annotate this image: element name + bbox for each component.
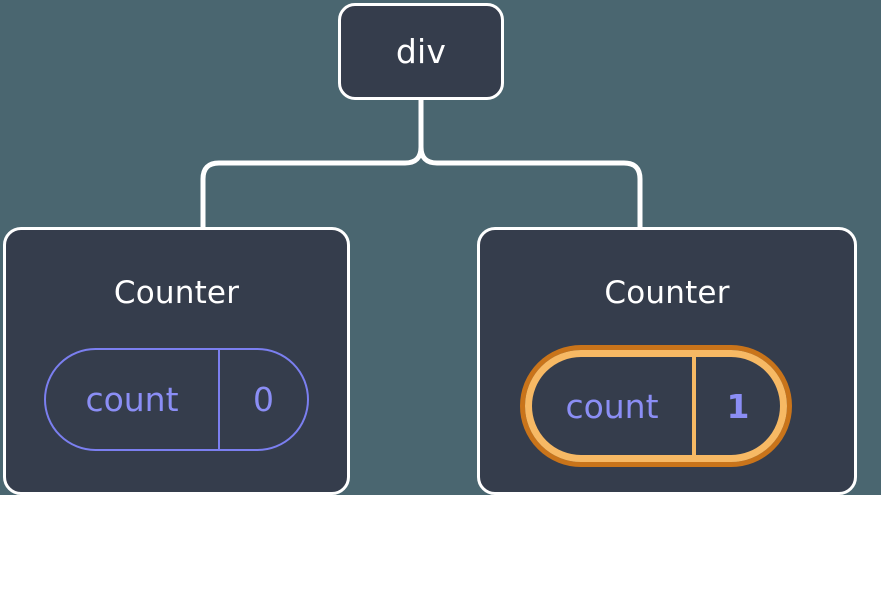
state-value-label: 1: [726, 386, 750, 426]
state-key-label: count: [532, 357, 696, 455]
node-div[interactable]: div: [338, 3, 504, 100]
state-value-label: 0: [253, 380, 274, 419]
node-counter-left-label: Counter: [113, 275, 240, 311]
state-key-label: count: [46, 350, 220, 449]
state-pill-count-right-highlighted[interactable]: count 1: [520, 345, 792, 467]
connector-to-right-child: [418, 97, 643, 230]
connector-to-left-child: [200, 97, 424, 230]
node-counter-right[interactable]: Counter count 1: [477, 227, 857, 495]
node-counter-left[interactable]: Counter count 0: [3, 227, 350, 495]
node-counter-right-label: Counter: [604, 275, 730, 311]
diagram-canvas: div Counter count 0 Counter count 1: [0, 0, 881, 495]
highlight-ring: count 1: [525, 350, 787, 462]
node-div-label: div: [395, 32, 447, 71]
state-pill-count-left[interactable]: count 0: [44, 348, 309, 451]
